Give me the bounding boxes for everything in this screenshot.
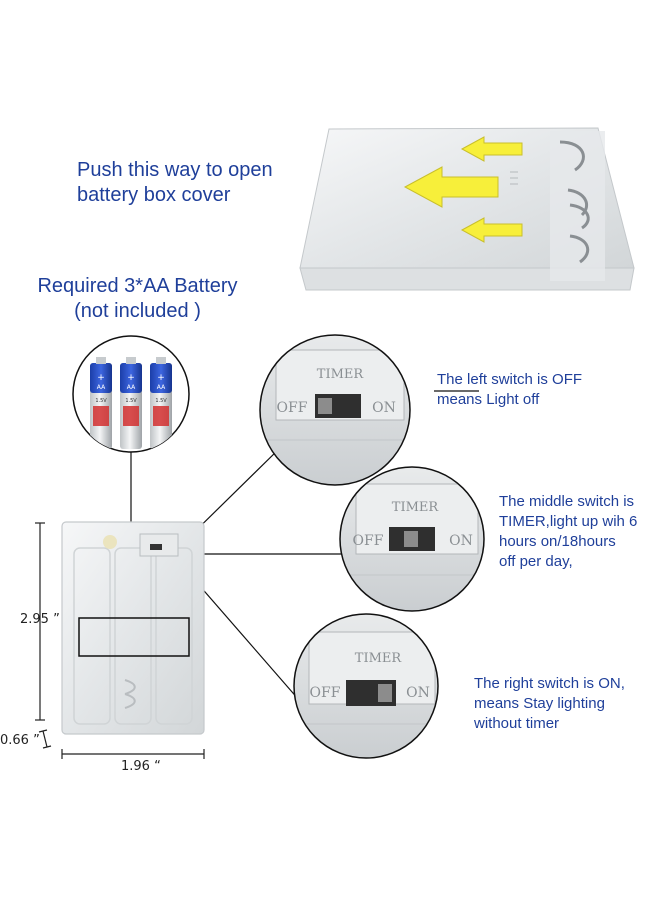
caption-timer-line4: off per day, xyxy=(499,553,573,570)
battery-label: 1.5V xyxy=(125,398,137,404)
batteries-photo: + + + AA AA AA 1.5V 1.5V 1.5V xyxy=(72,335,190,453)
caption-on: The right switch is ON, means Stay light… xyxy=(474,674,625,734)
aa-battery-icon: + xyxy=(150,357,172,449)
battery-requirement-line2: (not included ) xyxy=(74,300,201,322)
caption-on-line1: The right switch is ON, xyxy=(474,675,625,692)
switch-off-detail: TIMER OFF ON xyxy=(259,334,411,486)
caption-on-line2: means Stay lighting xyxy=(474,695,605,712)
switch-label-timer: TIMER xyxy=(355,651,403,666)
dimension-markers xyxy=(35,522,205,759)
caption-timer: The middle switch is TIMER,light up wih … xyxy=(499,492,637,572)
cover-instruction: Push this way to open battery box cover xyxy=(77,158,273,208)
battery-label: AA xyxy=(127,384,136,391)
caption-off: The left switch is OFF means Light off xyxy=(437,370,582,410)
cover-instruction-line1: Push this way to open xyxy=(77,159,273,181)
svg-text:+: + xyxy=(127,373,135,383)
switch-label-off: OFF xyxy=(277,400,308,416)
battery-box-front-photo xyxy=(61,521,205,735)
switch-label-on: ON xyxy=(406,685,430,701)
battery-label: 1.5V xyxy=(95,398,107,404)
battery-label: AA xyxy=(97,384,106,391)
switch-label-timer: TIMER xyxy=(317,367,365,382)
arrow-left-icon xyxy=(403,166,499,208)
caption-off-line1: The left switch is OFF xyxy=(437,371,583,388)
caption-on-line3: without timer xyxy=(474,715,560,732)
battery-box-cover-photo xyxy=(299,127,635,291)
switch-label-off: OFF xyxy=(353,533,384,549)
caption-off-line2: means Light off xyxy=(437,391,540,408)
aa-battery-icon: + xyxy=(90,357,112,449)
caption-timer-line2: TIMER,light up wih 6 xyxy=(499,513,638,530)
arrow-left-icon xyxy=(460,217,523,243)
caption-timer-line3: hours on/18hours xyxy=(499,533,616,550)
caption-timer-line1: The middle switch is xyxy=(499,493,635,510)
svg-text:+: + xyxy=(97,373,105,383)
arrow-left-icon xyxy=(460,136,523,162)
switch-label-on: ON xyxy=(449,533,473,549)
switch-timer-detail: TIMER OFF ON xyxy=(339,466,485,612)
switch-on-detail: TIMER OFF ON xyxy=(293,613,439,759)
svg-text:+: + xyxy=(157,373,165,383)
switch-label-off: OFF xyxy=(310,685,341,701)
switch-label-on: ON xyxy=(372,400,396,416)
switch-label-timer: TIMER xyxy=(392,500,440,515)
aa-battery-icon: + xyxy=(120,357,142,449)
battery-label: AA xyxy=(157,384,166,391)
battery-requirement-line1: Required 3*AA Battery xyxy=(37,275,238,297)
dimension-width-label: 1.96 “ xyxy=(121,759,161,774)
battery-label: 1.5V xyxy=(155,398,167,404)
cover-instruction-line2: battery box cover xyxy=(77,184,231,206)
battery-requirement: Required 3*AA Battery (not included ) xyxy=(25,274,250,324)
dimension-depth-label: 0.66 ” xyxy=(0,733,40,748)
